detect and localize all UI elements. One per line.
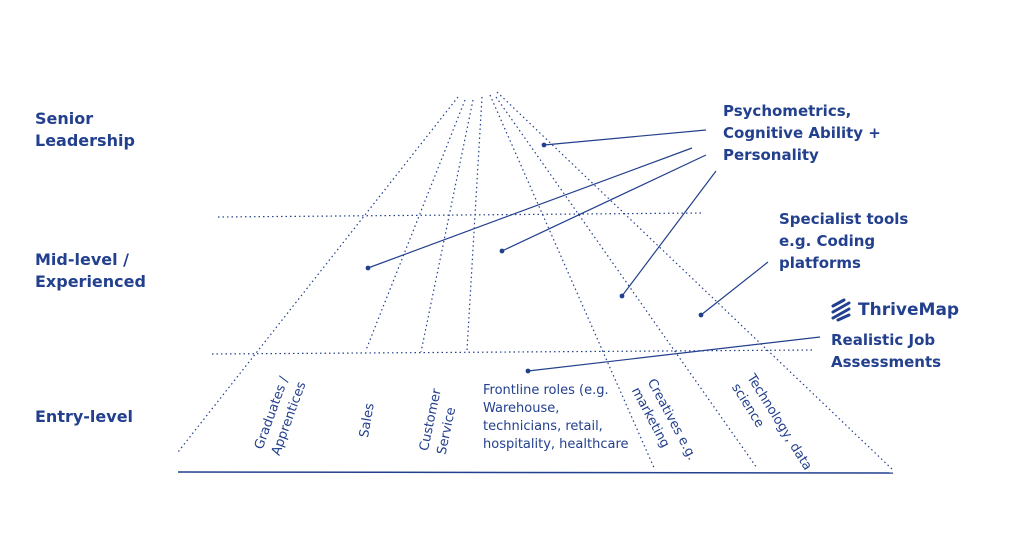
leader-dot [698,312,704,318]
level-mid-line: Mid-level / [35,250,130,269]
role-line: hospitality, healthcare [483,437,629,452]
leader-line [501,154,707,252]
tier-line-lower [211,349,813,355]
level-entry-label: Entry-level [35,407,134,426]
level-mid-line: Experienced [35,272,146,291]
thrivemap-logo-icon [831,298,851,322]
leader-dot [499,248,505,254]
role-frontline: Frontline roles (e.g. Warehouse, technic… [483,382,629,454]
brand-name: ThriveMap [858,300,960,320]
divider-line [495,96,758,469]
callout-line: Assessments [831,353,942,371]
callout-psychometrics: Psychometrics, Cognitive Ability + Perso… [723,100,881,166]
divider-line [420,99,474,353]
callout-line: Specialist tools [779,210,909,228]
role-line: technicians, retail, [483,419,603,434]
role-line: Frontline roles (e.g. [483,383,609,398]
callout-line: Psychometrics, [723,102,852,120]
callout-line: Realistic Job [831,331,936,349]
pyramid-dotted-lines [177,91,894,471]
callout-leaders [367,129,821,372]
level-senior-line: Senior [35,109,94,128]
callout-line: Cognitive Ability + [723,124,881,142]
callout-line: e.g. Coding [779,232,876,250]
level-mid-label: Mid-level / Experienced [35,249,146,293]
leader-line [367,147,693,269]
leader-dot [619,293,625,299]
leader-line [621,170,717,297]
leader-line [543,129,707,146]
leader-dots [365,142,704,374]
divider-line [466,96,483,351]
pyramid-baseline [177,471,894,474]
leader-line [700,261,769,316]
level-senior-line: Leadership [35,131,135,150]
divider-line [489,94,656,471]
leader-dot [541,142,547,148]
leader-dot [525,368,531,374]
thrivemap-brand: ThriveMap [830,298,959,322]
tier-line-upper [217,212,703,218]
pyramid-right-edge [496,91,894,471]
callout-specialist-tools: Specialist tools e.g. Coding platforms [779,208,908,274]
callout-line: platforms [779,254,861,272]
leader-dot [365,265,371,271]
divider-line [365,99,466,351]
leader-line [527,336,821,372]
callout-line: Personality [723,146,819,164]
level-senior-label: Senior Leadership [35,108,135,152]
role-line: Warehouse, [483,401,560,416]
callout-realistic-job-assessments: Realistic Job Assessments [831,329,941,373]
pyramid-left-edge [177,96,459,453]
